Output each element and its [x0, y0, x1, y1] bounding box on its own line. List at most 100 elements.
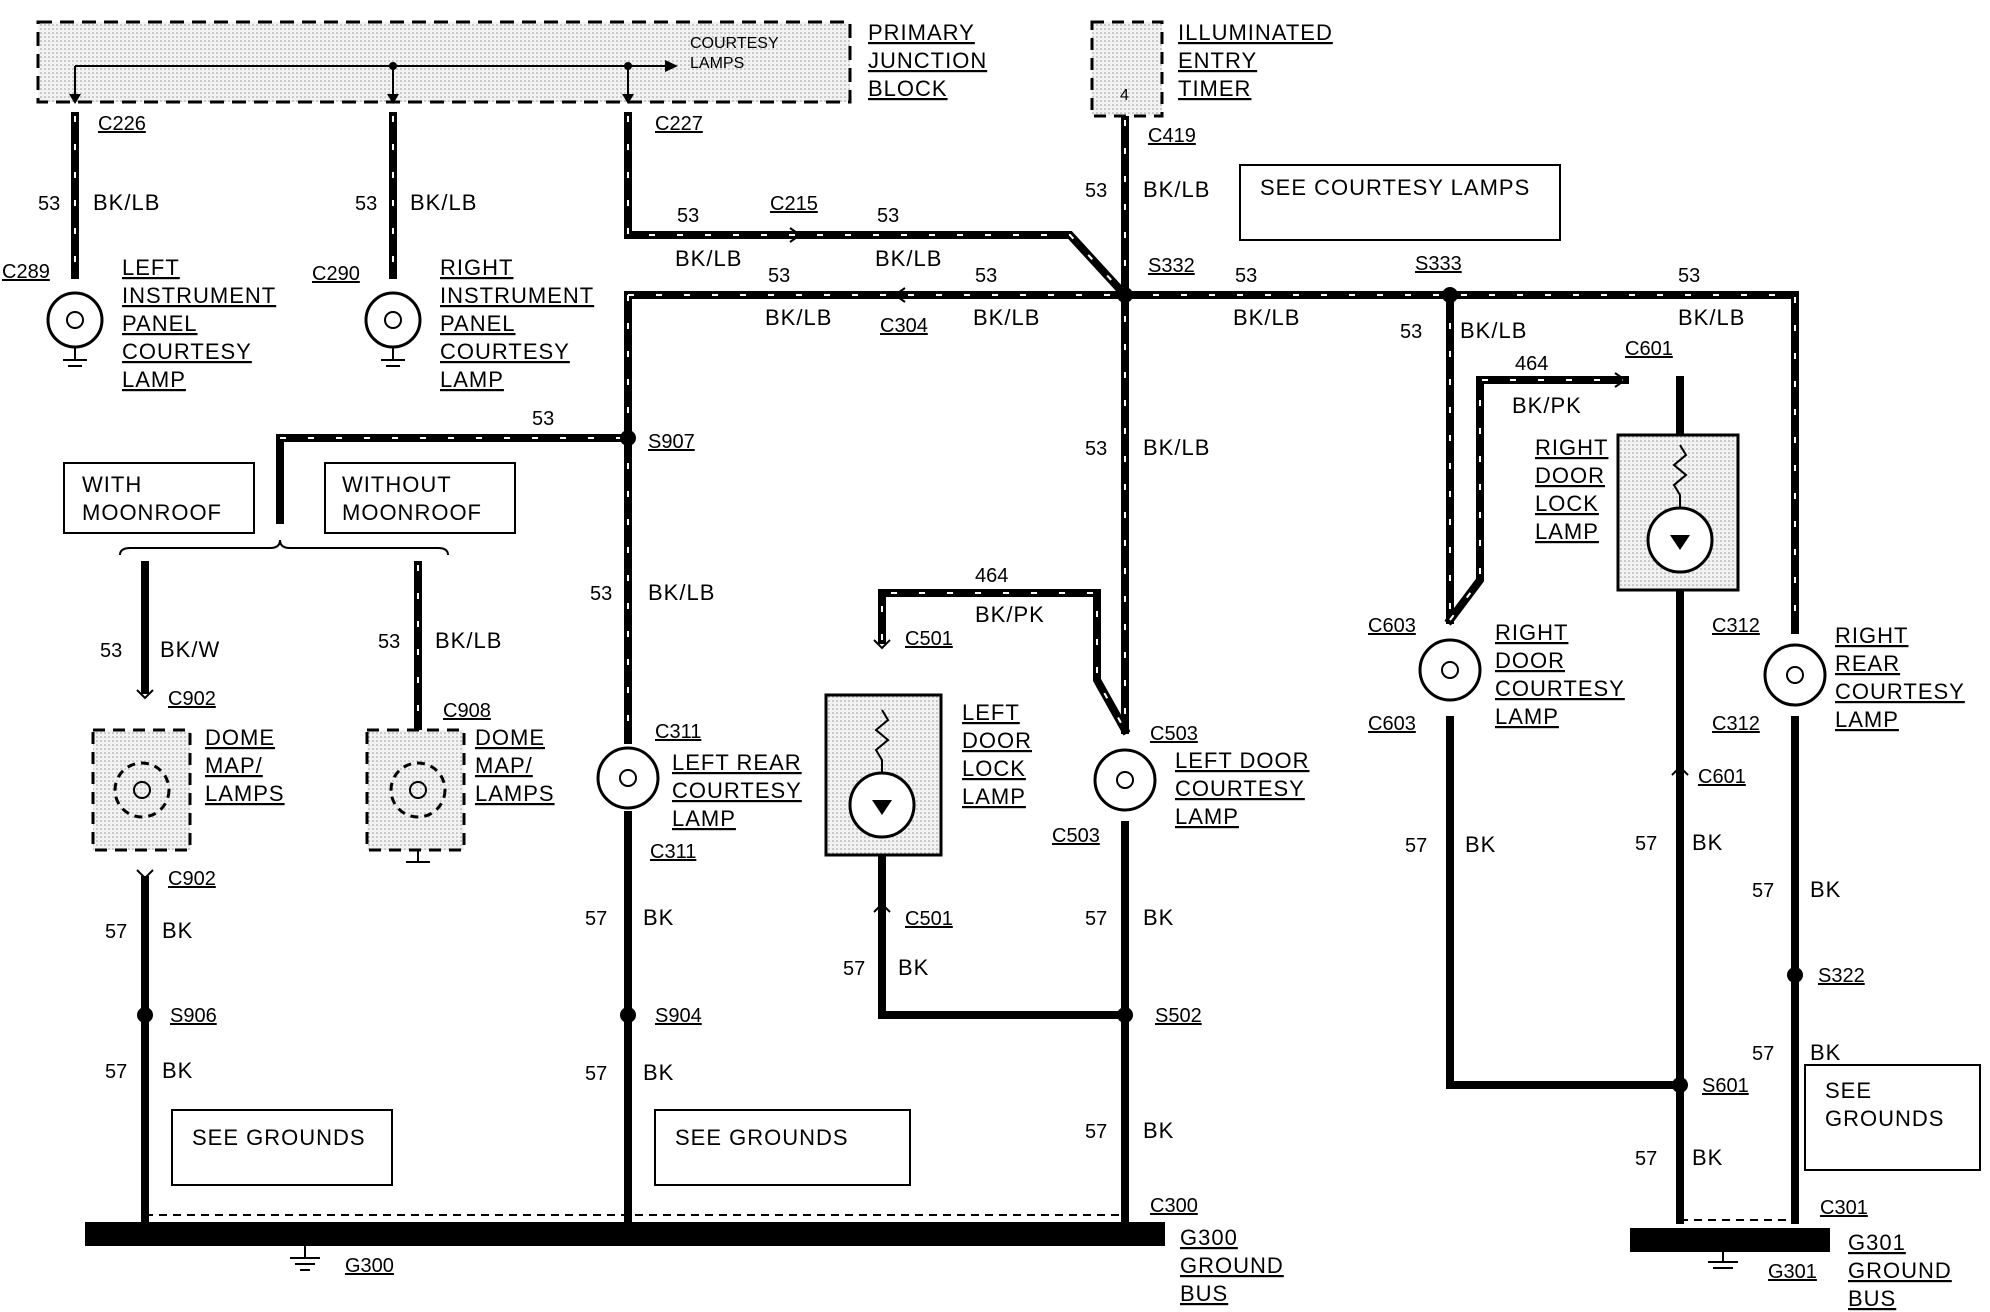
rdcl-3: COURTESY: [1495, 676, 1625, 701]
wire-num: 53: [1235, 265, 1257, 287]
label-s322: S322: [1818, 965, 1865, 987]
pjb-label-1: PRIMARY: [868, 20, 975, 45]
label-c289: C289: [2, 261, 50, 283]
wire-color: BK: [898, 955, 929, 980]
lipcl-4: COURTESY: [122, 339, 252, 364]
pjb-label-2: JUNCTION: [868, 48, 987, 73]
label-c601-top: C601: [1625, 338, 1673, 360]
dome1-1: DOME: [205, 725, 275, 750]
label-c300: C300: [1150, 1195, 1198, 1217]
lrcl-2: COURTESY: [672, 778, 802, 803]
label-c304: C304: [880, 315, 928, 337]
lipcl-5: LAMP: [122, 367, 186, 392]
component-labels: LEFT INSTRUMENT PANEL COURTESY LAMP RIGH…: [122, 255, 1964, 1311]
dome1-3: LAMPS: [205, 781, 285, 806]
label-s502: S502: [1155, 1005, 1202, 1027]
lrcl-1: LEFT REAR: [672, 750, 802, 775]
wire-num: 53: [100, 640, 122, 662]
iet-label-1: ILLUMINATED: [1178, 20, 1333, 45]
dome2-1: DOME: [475, 725, 545, 750]
connector-labels: C226 C227 C419 C289 C290 C215 C304 S332 …: [2, 113, 1868, 1283]
ldcl-3: LAMP: [1175, 804, 1239, 829]
label-s601: S601: [1702, 1075, 1749, 1097]
wire-color: BK: [162, 918, 193, 943]
ripcl-4: COURTESY: [440, 339, 570, 364]
g301-bus-3: BUS: [1848, 1286, 1896, 1311]
g300-bus-1: G300: [1180, 1225, 1238, 1250]
rdcl-1: RIGHT: [1495, 620, 1568, 645]
wire-num: 53: [768, 265, 790, 287]
wire-num: 53: [590, 583, 612, 605]
label-c902-top: C902: [168, 688, 216, 710]
wire-color: BK/LB: [1143, 435, 1210, 460]
note-see-grounds-3: SEE GROUNDS: [1804, 1064, 1981, 1171]
note-text: SEE GROUNDS: [675, 1125, 849, 1150]
wire-color: BK/LB: [435, 628, 502, 653]
wire-num: 57: [585, 908, 607, 930]
wire-num: 464: [975, 565, 1008, 587]
note-text: GROUNDS: [1825, 1106, 1944, 1131]
label-g300-ground: G300: [345, 1255, 394, 1277]
lamp-right-ip: [364, 291, 422, 367]
wire-num: 53: [877, 205, 899, 227]
rdll-2: DOOR: [1535, 463, 1605, 488]
courtesy-lamps-label-2: LAMPS: [690, 55, 744, 72]
label-s333: S333: [1415, 253, 1462, 275]
label-s332: S332: [1148, 255, 1195, 277]
g300-bus-3: BUS: [1180, 1281, 1228, 1306]
wire-color: BK/LB: [765, 305, 832, 330]
wire-color: BK/PK: [1512, 393, 1582, 418]
g301-bus-1: G301: [1848, 1230, 1906, 1255]
wire-num: 53: [1085, 180, 1107, 202]
g300-bus-2: GROUND: [1180, 1253, 1284, 1278]
iet-label-3: TIMER: [1178, 76, 1251, 101]
g301-bus-2: GROUND: [1848, 1258, 1952, 1283]
rdll-3: LOCK: [1535, 491, 1599, 516]
wires: [71, 112, 1799, 1224]
label-c501-bottom: C501: [905, 908, 953, 930]
illuminated-entry-timer: 4 ILLUMINATED ENTRY TIMER: [1090, 20, 1333, 118]
wire-color: BK/LB: [1678, 305, 1745, 330]
wire-num: 53: [532, 408, 554, 430]
dome2-2: MAP/: [475, 753, 533, 778]
wire-color: BK: [1810, 1040, 1841, 1065]
wire-num: 57: [1752, 1043, 1774, 1065]
wire-num: 53: [38, 193, 60, 215]
note-see-grounds-2: SEE GROUNDS: [654, 1109, 911, 1186]
wire-num: 57: [1635, 1148, 1657, 1170]
wire-color: BK/LB: [93, 190, 160, 215]
pjb-label-3: BLOCK: [868, 76, 948, 101]
ripcl-1: RIGHT: [440, 255, 513, 280]
ldcl-1: LEFT DOOR: [1175, 748, 1310, 773]
wire-color: BK: [643, 905, 674, 930]
ldcl-2: COURTESY: [1175, 776, 1305, 801]
note-text: MOONROOF: [82, 500, 222, 525]
wire-color: BK: [643, 1060, 674, 1085]
wire-color: BK: [1465, 832, 1496, 857]
wire-num: 464: [1515, 353, 1548, 375]
label-c603-top: C603: [1368, 615, 1416, 637]
wire-num: 57: [105, 921, 127, 943]
wire-num: 57: [585, 1063, 607, 1085]
note-text: SEE GROUNDS: [192, 1125, 366, 1150]
rrcl-2: REAR: [1835, 651, 1900, 676]
lamp-left-door-courtesy: [1093, 748, 1157, 812]
wire-num: 57: [1085, 908, 1107, 930]
dome-map-lamps-1: [91, 728, 192, 852]
label-c226: C226: [98, 113, 146, 135]
label-c503-bottom: C503: [1052, 825, 1100, 847]
lamp-right-rear-courtesy: [1763, 643, 1827, 707]
label-s904: S904: [655, 1005, 702, 1027]
ripcl-5: LAMP: [440, 367, 504, 392]
wire-num: 57: [105, 1061, 127, 1083]
ldll-4: LAMP: [962, 784, 1026, 809]
splices: [137, 287, 1803, 1093]
label-c311-bottom: C311: [650, 841, 696, 863]
label-c311-top: C311: [655, 721, 701, 743]
note-see-courtesy-lamps: SEE COURTESY LAMPS: [1239, 164, 1561, 241]
rrcl-4: LAMP: [1835, 707, 1899, 732]
wire-num: 57: [1635, 833, 1657, 855]
dome-map-lamps-2: [365, 728, 466, 863]
wire-color: BK/LB: [1143, 177, 1210, 202]
wire-color: BK/LB: [675, 246, 742, 271]
